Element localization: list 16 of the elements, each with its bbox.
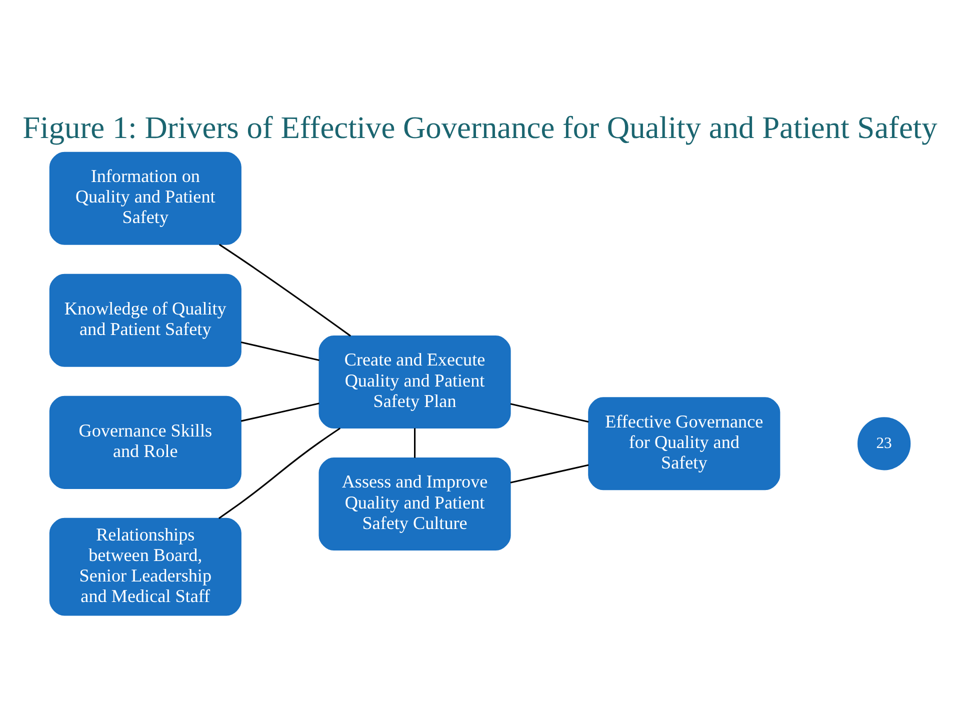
connector [510,464,589,484]
diagram-title: Figure 1: Drivers of Effective Governance for Quality and Patient Safety [22,110,938,145]
node-box: Assess and Improve Quality and Patient Safety Culture [318,458,511,551]
label: 23 [876,434,892,452]
connector [218,428,341,519]
node-box: Governance Skills and Role [49,396,242,489]
node-box: Create and Execute Quality and Patient Safety Plan [318,336,511,429]
node-box: Knowledge of Quality and Patient Safety [49,274,242,367]
node-box: Information on Quality and Patient Safety [49,152,242,245]
connector [218,244,351,337]
connector [240,341,320,362]
connector [510,403,589,423]
connector [240,402,320,422]
connector [414,428,416,458]
node-box: Effective Governance for Quality and Safety [588,397,780,490]
node-box: Relationships between Board, Senior Leadership and Medical Staff [49,518,242,616]
